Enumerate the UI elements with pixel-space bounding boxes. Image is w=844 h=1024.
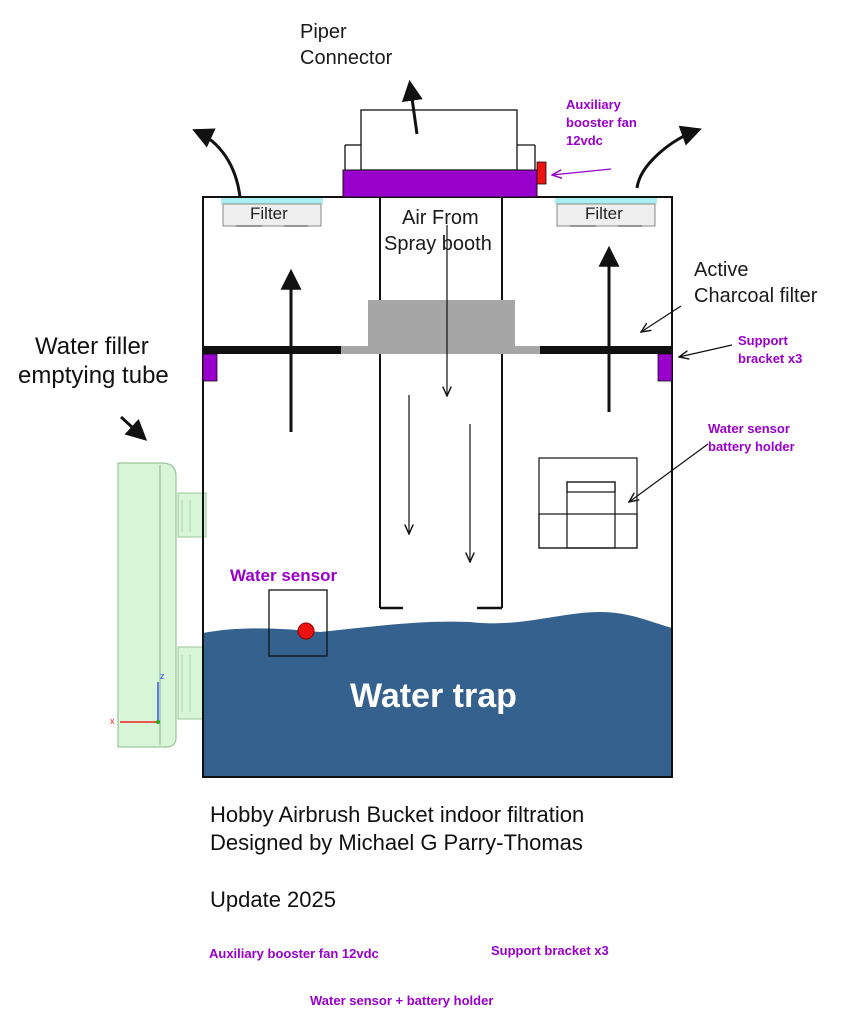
piper-connector-label-line2: Connector xyxy=(300,47,393,69)
battery-label-line2: battery holder xyxy=(708,439,795,454)
water-filler-tube xyxy=(117,462,207,748)
caption-update: Update 2025 xyxy=(210,887,336,912)
aux-fan-label-line1: Auxiliary xyxy=(566,97,621,112)
aux-fan-label-line2: booster fan xyxy=(566,115,637,130)
air-from-label-line2: Spray booth xyxy=(384,233,492,255)
annotation-arrows xyxy=(119,168,733,502)
caption-line1: Hobby Airbrush Bucket indoor filtration xyxy=(210,802,585,827)
filter-right-label: Filter xyxy=(585,204,623,223)
filter-left xyxy=(221,198,323,227)
footer-aux-fan: Auxiliary booster fan 12vdc xyxy=(209,946,379,961)
filter-right xyxy=(555,198,657,227)
axis-z-label: z xyxy=(160,671,165,681)
exhaust-arrows xyxy=(192,79,702,198)
air-from-label-line1: Air From xyxy=(402,207,479,229)
water-sensor xyxy=(268,589,328,657)
support-bracket-left xyxy=(202,353,218,382)
air-inlet-tube xyxy=(379,198,503,610)
charcoal-label-line1: Active xyxy=(694,259,749,281)
water-filler-label-line2: emptying tube xyxy=(18,362,169,389)
caption-line2: Designed by Michael G Parry-Thomas xyxy=(210,830,583,855)
booster-fan-switch xyxy=(536,161,547,185)
airflow-arrows xyxy=(280,225,620,562)
charcoal-label-line2: Charcoal filter xyxy=(694,285,818,307)
battery-label-line1: Water sensor xyxy=(708,421,790,436)
footer-sensor-battery: Water sensor + battery holder xyxy=(310,993,494,1008)
support-label-line1: Support xyxy=(738,333,788,348)
support-shelf xyxy=(203,346,672,354)
charcoal-filter xyxy=(341,300,540,354)
aux-fan-label-line3: 12vdc xyxy=(566,133,603,148)
footer-support: Support bracket x3 xyxy=(491,943,609,958)
axis-triad xyxy=(120,682,160,724)
support-label-line2: bracket x3 xyxy=(738,351,803,366)
booster-fan xyxy=(342,169,538,198)
piper-connector xyxy=(344,109,536,171)
water-trap-label: Water trap xyxy=(350,677,517,715)
water-sensor-label: Water sensor xyxy=(230,566,338,585)
filter-left-label: Filter xyxy=(250,204,288,223)
axis-x-label: x xyxy=(110,716,115,726)
water-trap-fill xyxy=(203,612,672,777)
piper-connector-label-line1: Piper xyxy=(300,21,347,43)
water-filler-label-line1: Water filler xyxy=(35,333,149,360)
support-bracket-right xyxy=(657,353,673,382)
battery-holder xyxy=(538,457,638,549)
